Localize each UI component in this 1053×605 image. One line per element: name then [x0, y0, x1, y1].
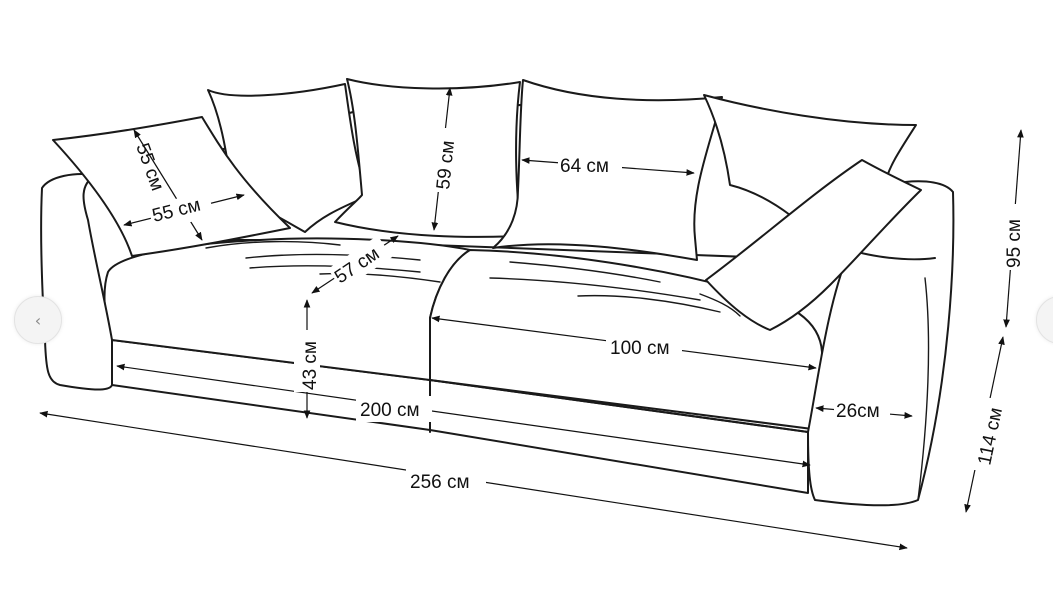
label-pillow-back-width: 64 см [560, 156, 609, 177]
label-pillow-back-height: 59 см [433, 140, 459, 191]
tuft-line [509, 261, 661, 283]
label-seating-width: 200 см [360, 400, 420, 421]
armrest-right-inner [917, 277, 930, 501]
armrest-left [40, 173, 113, 391]
label-total-width: 256 см [410, 472, 470, 493]
label-back-height: 95 см [1004, 219, 1025, 268]
tuft-line [699, 293, 741, 317]
label-seat-height: 43 см [300, 341, 321, 390]
label-seat-width: 100 см [610, 338, 670, 359]
tuft-line [489, 277, 701, 301]
tuft-line [577, 294, 721, 313]
label-armrest-width: 26см [836, 401, 880, 422]
dimension-labels: 55 см 55 см 59 см 64 см 57 см 43 см 100 … [131, 128, 1026, 494]
chevron-left-icon: ‹ [34, 310, 42, 330]
prev-image-button[interactable]: ‹ [14, 296, 62, 344]
